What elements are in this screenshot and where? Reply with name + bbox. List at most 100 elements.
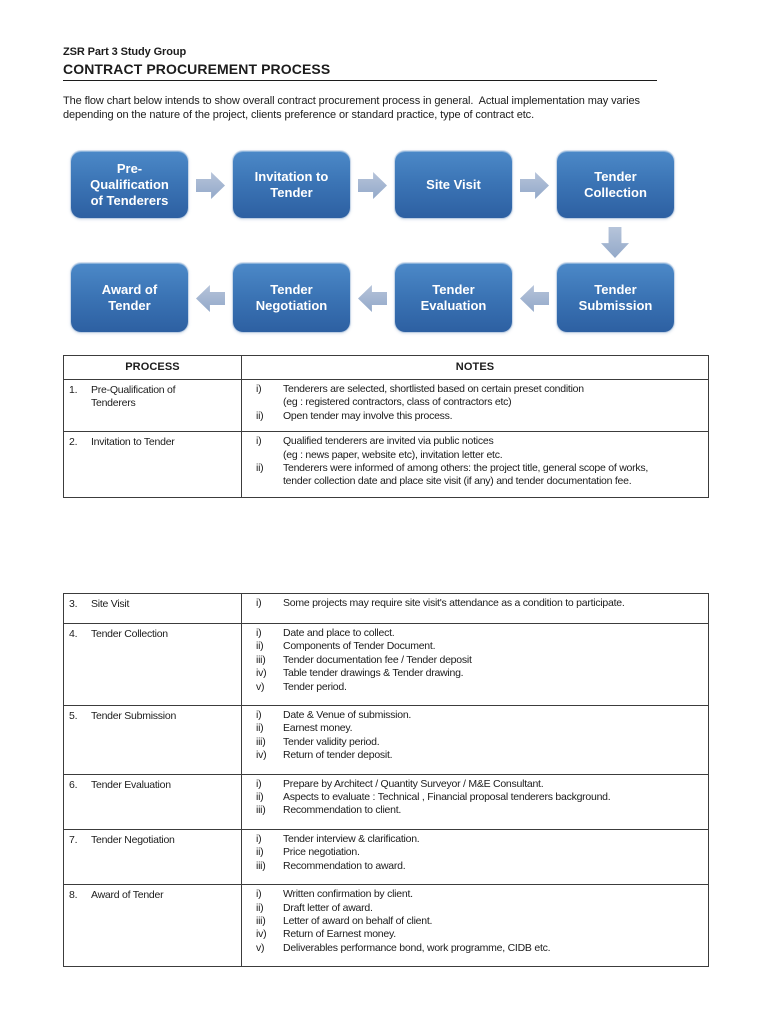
note-marker: i)	[256, 597, 262, 609]
note-marker: i)	[256, 627, 262, 639]
note-text: Date and place to collect.	[283, 627, 395, 639]
note-text: Recommendation to award.	[283, 859, 406, 872]
flow-box-pre-qualification: Pre-Qualification of Tenderers	[71, 151, 188, 218]
note-marker: ii)	[256, 846, 264, 859]
process-cell: 4. Tender Collection	[63, 622, 242, 707]
flow-box-invitation-to-tender: Invitation to Tender	[233, 151, 350, 218]
arrow-down-icon	[601, 227, 629, 258]
note-item: ii) Draft letter of award.	[256, 902, 702, 915]
process-name: Tender Collection	[91, 628, 168, 640]
note-marker: iii)	[256, 804, 266, 817]
notes-cell: i) Date & Venue of submission. ii) Earne…	[241, 705, 709, 775]
process-notes-table-2: 3. Site Visit i) Some projects may requi…	[63, 593, 709, 968]
flow-box-tender-evaluation: Tender Evaluation	[395, 263, 512, 332]
arrow-left-icon	[520, 285, 549, 312]
table-row: 6. Tender Evaluation i) Prepare by Archi…	[63, 773, 709, 830]
process-number: 4.	[69, 628, 78, 640]
note-marker: iii)	[256, 653, 266, 666]
table-row: 4. Tender Collection i) Date and place t…	[63, 622, 709, 707]
note-marker: iii)	[256, 859, 266, 872]
note-text: Tender validity period.	[283, 735, 380, 748]
process-name: Site Visit	[91, 598, 130, 610]
note-marker: ii)	[256, 722, 264, 735]
note-item: ii) Components of Tender Document.	[256, 640, 702, 653]
process-cell: 5. Tender Submission	[63, 705, 242, 775]
process-cell: 6. Tender Evaluation	[63, 773, 242, 830]
flow-box-tender-collection: Tender Collection	[557, 151, 674, 218]
study-group-label: ZSR Part 3 Study Group	[63, 46, 187, 58]
flow-box-label: Award of Tender	[101, 281, 158, 313]
notes-cell: i) Written confirmation by client. ii) D…	[241, 884, 709, 968]
note-item: ii) Open tender may involve this process…	[256, 410, 702, 423]
flow-box-label: Tender Collection	[584, 168, 647, 200]
note-item: iii) Tender validity period.	[256, 736, 702, 749]
note-text: Date & Venue of submission.	[283, 709, 412, 722]
process-name: Tender Negotiation	[91, 833, 175, 846]
process-cell: 8. Award of Tender	[63, 884, 242, 968]
note-text: Price negotiation.	[283, 846, 360, 859]
note-text: Open tender may involve this process.	[283, 409, 453, 422]
process-cell: 7. Tender Negotiation	[63, 828, 242, 886]
note-item: iii) Tender documentation fee / Tender d…	[256, 654, 702, 667]
notes-cell: i) Tenderers are selected, shortlisted b…	[241, 378, 709, 433]
process-number: 8.	[69, 889, 78, 902]
flow-box-label: Tender Evaluation	[420, 281, 487, 313]
process-number: 5.	[69, 710, 78, 723]
note-item: i) Tender interview & clarification.	[256, 833, 702, 846]
note-item: i) Some projects may require site visit'…	[256, 597, 702, 610]
note-text: Deliverables performance bond, work prog…	[283, 941, 551, 954]
note-marker: i)	[256, 888, 262, 901]
process-name: Award of Tender	[91, 889, 164, 902]
note-item: i) Tenderers are selected, shortlisted b…	[256, 383, 702, 410]
document-header: ZSR Part 3 Study Group CONTRACT PROCUREM…	[63, 46, 713, 122]
note-item: iii) Letter of award on behalf of client…	[256, 915, 702, 928]
note-text: Letter of award on behalf of client.	[283, 914, 433, 927]
table-row: 2. Invitation to Tender i) Qualified ten…	[63, 431, 709, 498]
arrow-right-icon	[358, 172, 387, 199]
note-marker: ii)	[256, 640, 264, 653]
note-marker: v)	[256, 680, 265, 693]
flow-box-label: Tender Negotiation	[255, 281, 328, 313]
note-marker: ii)	[256, 462, 264, 475]
arrow-left-icon	[196, 285, 225, 312]
notes-cell: i) Tender interview & clarification. ii)…	[241, 828, 709, 886]
table-header-row: PROCESS NOTES	[63, 355, 709, 380]
process-number: 1.	[69, 384, 78, 396]
table-row: 8. Award of Tender i) Written confirmati…	[63, 884, 709, 968]
note-text: Qualified tenderers are invited via publ…	[283, 435, 503, 461]
note-marker: v)	[256, 941, 265, 954]
note-marker: i)	[256, 777, 262, 790]
note-text: Tender period.	[283, 680, 347, 693]
note-item: v) Tender period.	[256, 681, 702, 694]
note-text: Recommendation to client.	[283, 804, 402, 817]
note-text: Tender documentation fee / Tender deposi…	[283, 653, 472, 666]
flow-box-tender-negotiation: Tender Negotiation	[233, 263, 350, 332]
note-text: Tenderers were informed of among others:…	[283, 462, 649, 488]
process-column-header: PROCESS	[63, 355, 242, 380]
flow-box-site-visit: Site Visit	[395, 151, 512, 218]
note-text: Return of tender deposit.	[283, 749, 393, 762]
notes-cell: i) Qualified tenderers are invited via p…	[241, 431, 709, 498]
note-marker: iv)	[256, 667, 267, 680]
note-marker: iv)	[256, 928, 267, 941]
note-item: i) Written confirmation by client.	[256, 888, 702, 901]
process-name: Tender Evaluation	[91, 778, 171, 791]
notes-column-header: NOTES	[241, 355, 709, 380]
note-marker: ii)	[256, 901, 264, 914]
notes-cell: i) Some projects may require site visit'…	[241, 593, 709, 624]
notes-cell: i) Prepare by Architect / Quantity Surve…	[241, 773, 709, 830]
note-item: ii) Price negotiation.	[256, 846, 702, 859]
note-text: Earnest money.	[283, 722, 353, 735]
note-item: iv) Table tender drawings & Tender drawi…	[256, 667, 702, 680]
arrow-right-icon	[196, 172, 225, 199]
note-text: Components of Tender Document.	[283, 640, 436, 653]
note-item: ii) Aspects to evaluate : Technical , Fi…	[256, 791, 702, 804]
arrow-left-icon	[358, 285, 387, 312]
note-marker: iv)	[256, 749, 267, 762]
note-item: iv) Return of Earnest money.	[256, 928, 702, 941]
flow-box-award-of-tender: Award of Tender	[71, 263, 188, 332]
note-marker: ii)	[256, 409, 264, 422]
note-text: Draft letter of award.	[283, 901, 373, 914]
table-row: 5. Tender Submission i) Date & Venue of …	[63, 705, 709, 775]
